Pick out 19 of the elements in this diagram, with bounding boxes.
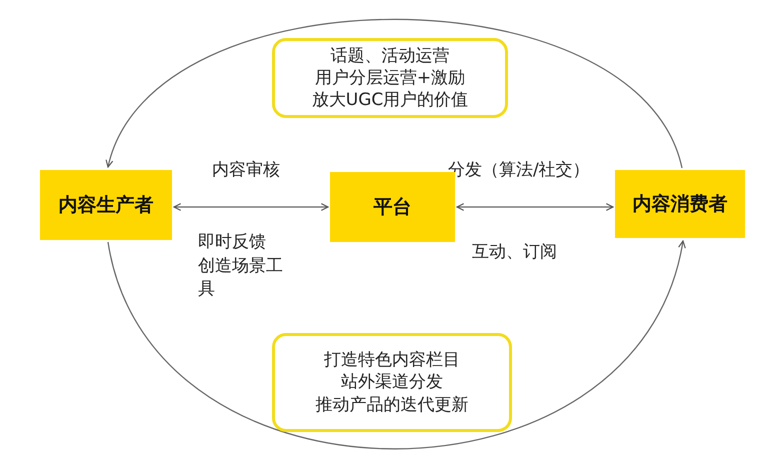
consumer-box: 内容消费者 xyxy=(615,170,745,238)
arrow xyxy=(173,203,329,211)
callout-text: 用户分层运营+激励 xyxy=(314,66,466,90)
callout-text: 站外渠道分发 xyxy=(341,371,443,394)
edge-label: 内容审核 xyxy=(210,158,282,181)
note-text: 创造场景工具 xyxy=(197,255,284,300)
arrow xyxy=(456,203,614,211)
callout-text: 推动产品的迭代更新 xyxy=(316,394,468,416)
arrow xyxy=(107,240,685,450)
callout-box xyxy=(272,333,512,432)
note-text: 互动、订阅 xyxy=(471,241,558,263)
callout-text: 打造特色内容栏目 xyxy=(324,349,460,372)
callout-box xyxy=(272,38,508,118)
platform-box: 平台 xyxy=(330,172,455,242)
arrow xyxy=(107,18,683,168)
note-text: 即时反馈 xyxy=(197,231,267,253)
callout-text: 放大UGC用户的价值 xyxy=(312,89,468,112)
callout-text: 话题、活动运营 xyxy=(330,44,450,67)
producer-box: 内容生产者 xyxy=(40,170,172,240)
